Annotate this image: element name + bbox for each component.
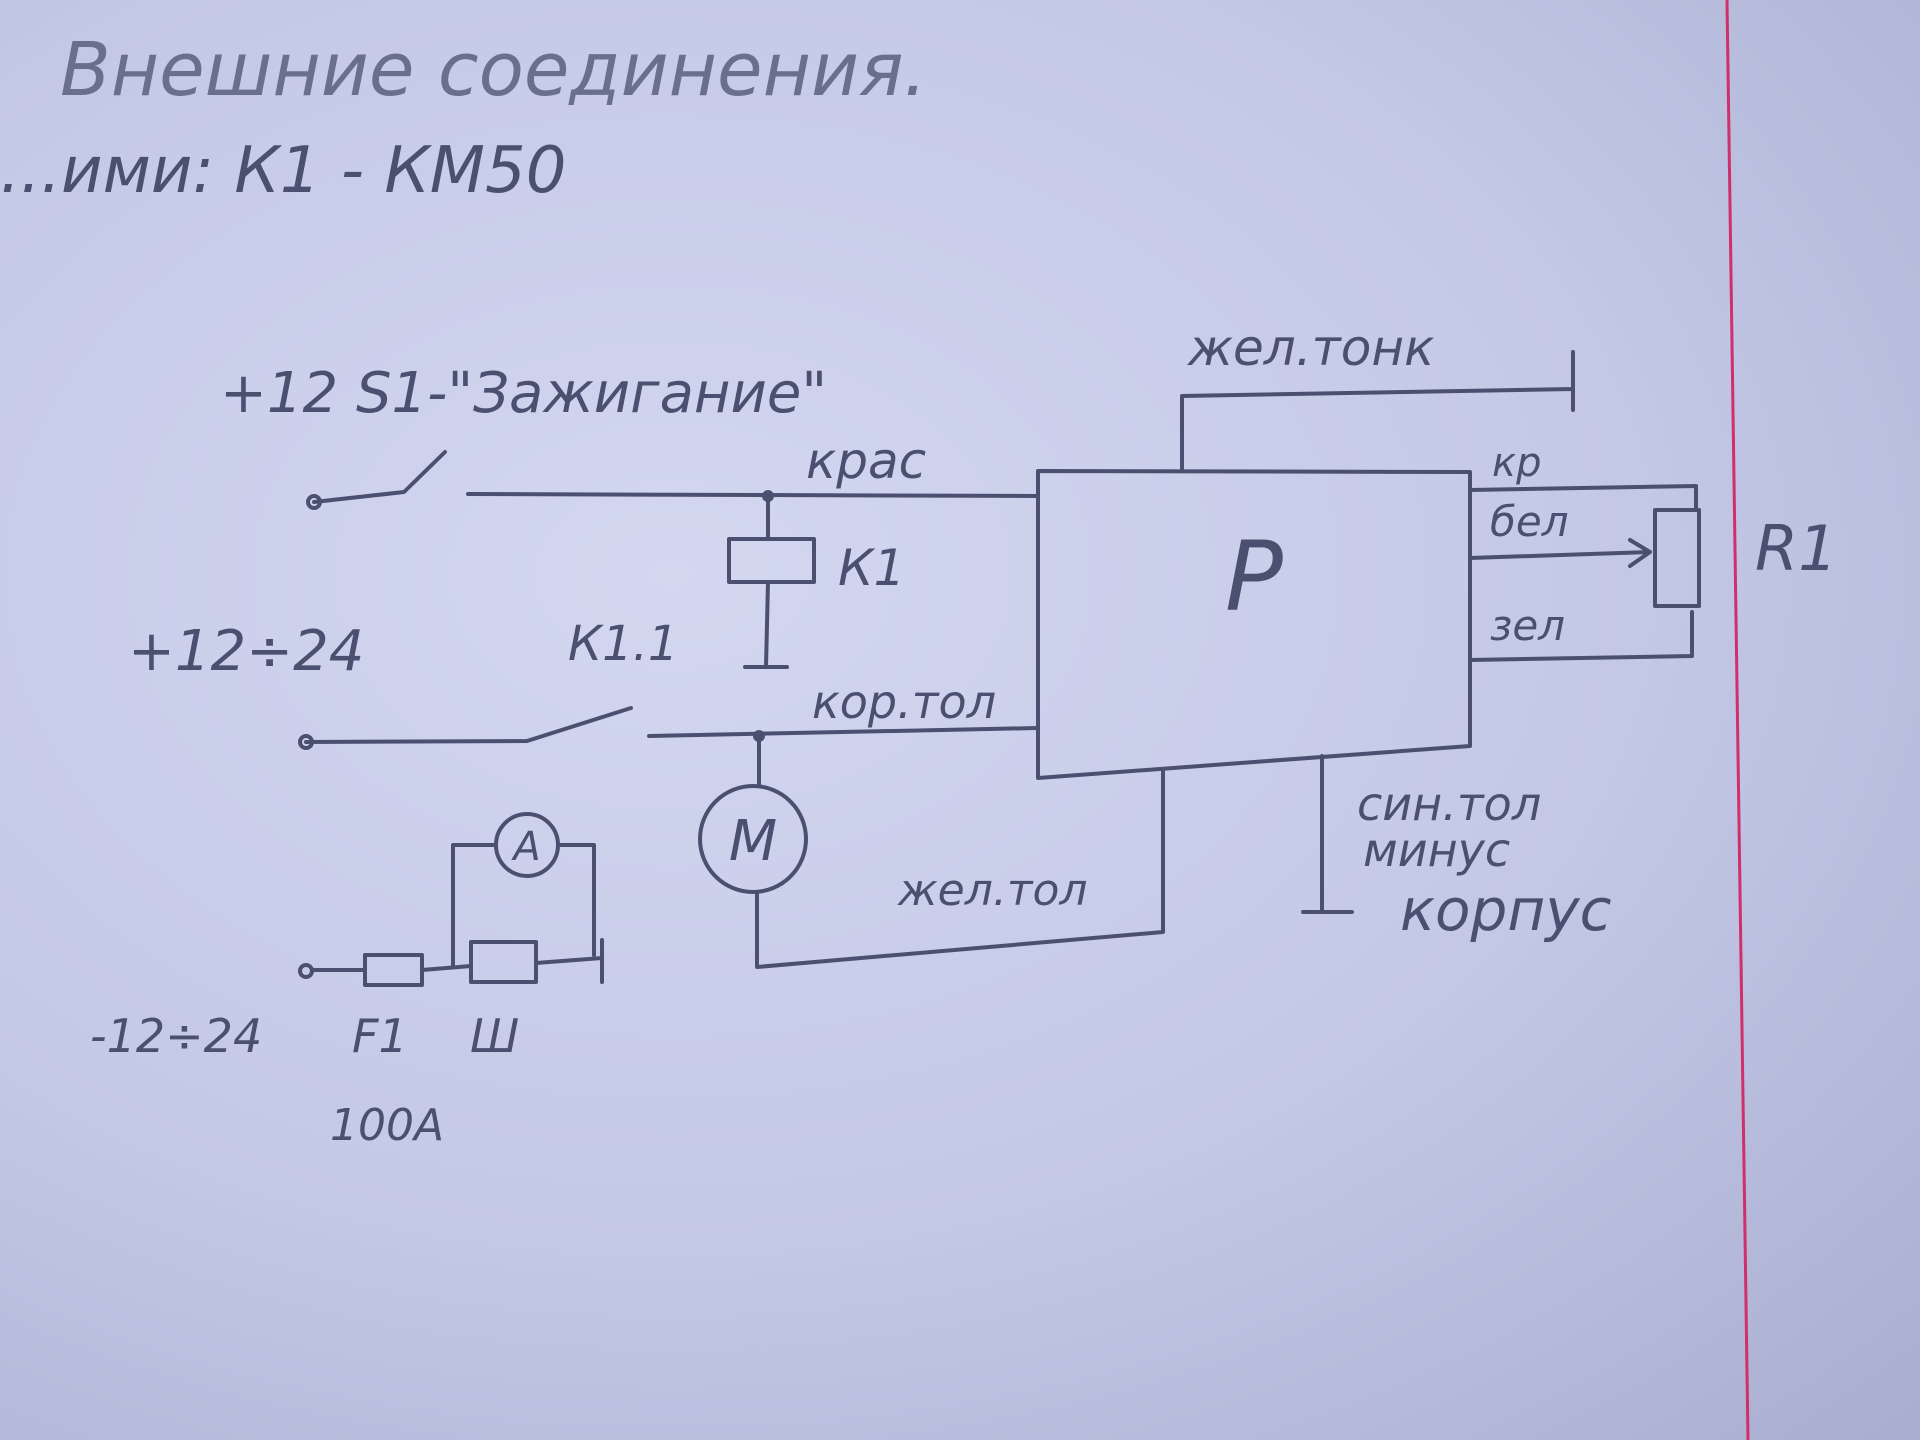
korpus-label: корпус: [1400, 876, 1612, 944]
ammeter-label: А: [510, 824, 540, 870]
page-title: Внешние соединения.: [60, 27, 927, 113]
sin-tol-label: син.тол: [1357, 777, 1541, 831]
r1-label: R1: [1755, 512, 1838, 585]
minus-label: минус: [1363, 823, 1510, 877]
ignition-switch-s1: [306, 450, 447, 510]
fuse-rating-label: 100А: [330, 1100, 444, 1151]
page-subtitle: ...ими: К1 - КМ50: [0, 134, 566, 208]
motor-m: [698, 784, 808, 894]
kor-tol-label: кор.тол: [812, 675, 996, 729]
wire-zhel-tol: [755, 769, 1165, 969]
contact-k1-1: [298, 706, 633, 750]
kras-label: крас: [806, 432, 926, 490]
bel-label: бел: [1490, 497, 1569, 546]
wire-kor-tol: [647, 726, 1040, 738]
controller-label: Р: [1225, 521, 1283, 633]
kr-label: кр: [1492, 440, 1542, 486]
negative-line: [298, 938, 604, 984]
shunt: [469, 940, 538, 984]
zhel-tonk-label: жел.тонк: [1187, 319, 1434, 377]
zel-label: зел: [1490, 601, 1565, 650]
potentiometer-r1: [1653, 508, 1701, 608]
f1-label: F1: [352, 1009, 408, 1063]
wire-kras: [466, 492, 1040, 498]
controller-box: [1036, 469, 1472, 780]
minus-12-24-label: -12÷24: [90, 1009, 262, 1063]
plus-12-24-label: +12÷24: [128, 619, 364, 684]
motor-label: М: [729, 809, 777, 874]
wire-kr: [1468, 484, 1698, 510]
s1-label: +12 S1-"Зажигание": [220, 361, 827, 426]
zhel-tol-label: жел.тол: [897, 865, 1088, 916]
margin-line: [1725, 0, 1750, 1440]
ammeter-wire: [451, 843, 596, 969]
wire-zhel-tonk: [1180, 350, 1575, 473]
shunt-label: Ш: [470, 1009, 519, 1063]
ammeter-a: [494, 812, 560, 878]
fuse-f1: [363, 953, 424, 987]
k1-1-label: К1.1: [568, 616, 678, 672]
relay-coil-k1: [727, 494, 816, 669]
wire-bel-wiper: [1468, 538, 1652, 568]
wire-zel: [1468, 610, 1694, 662]
ground-wire: [1301, 754, 1354, 914]
k1-label: К1: [838, 539, 905, 597]
